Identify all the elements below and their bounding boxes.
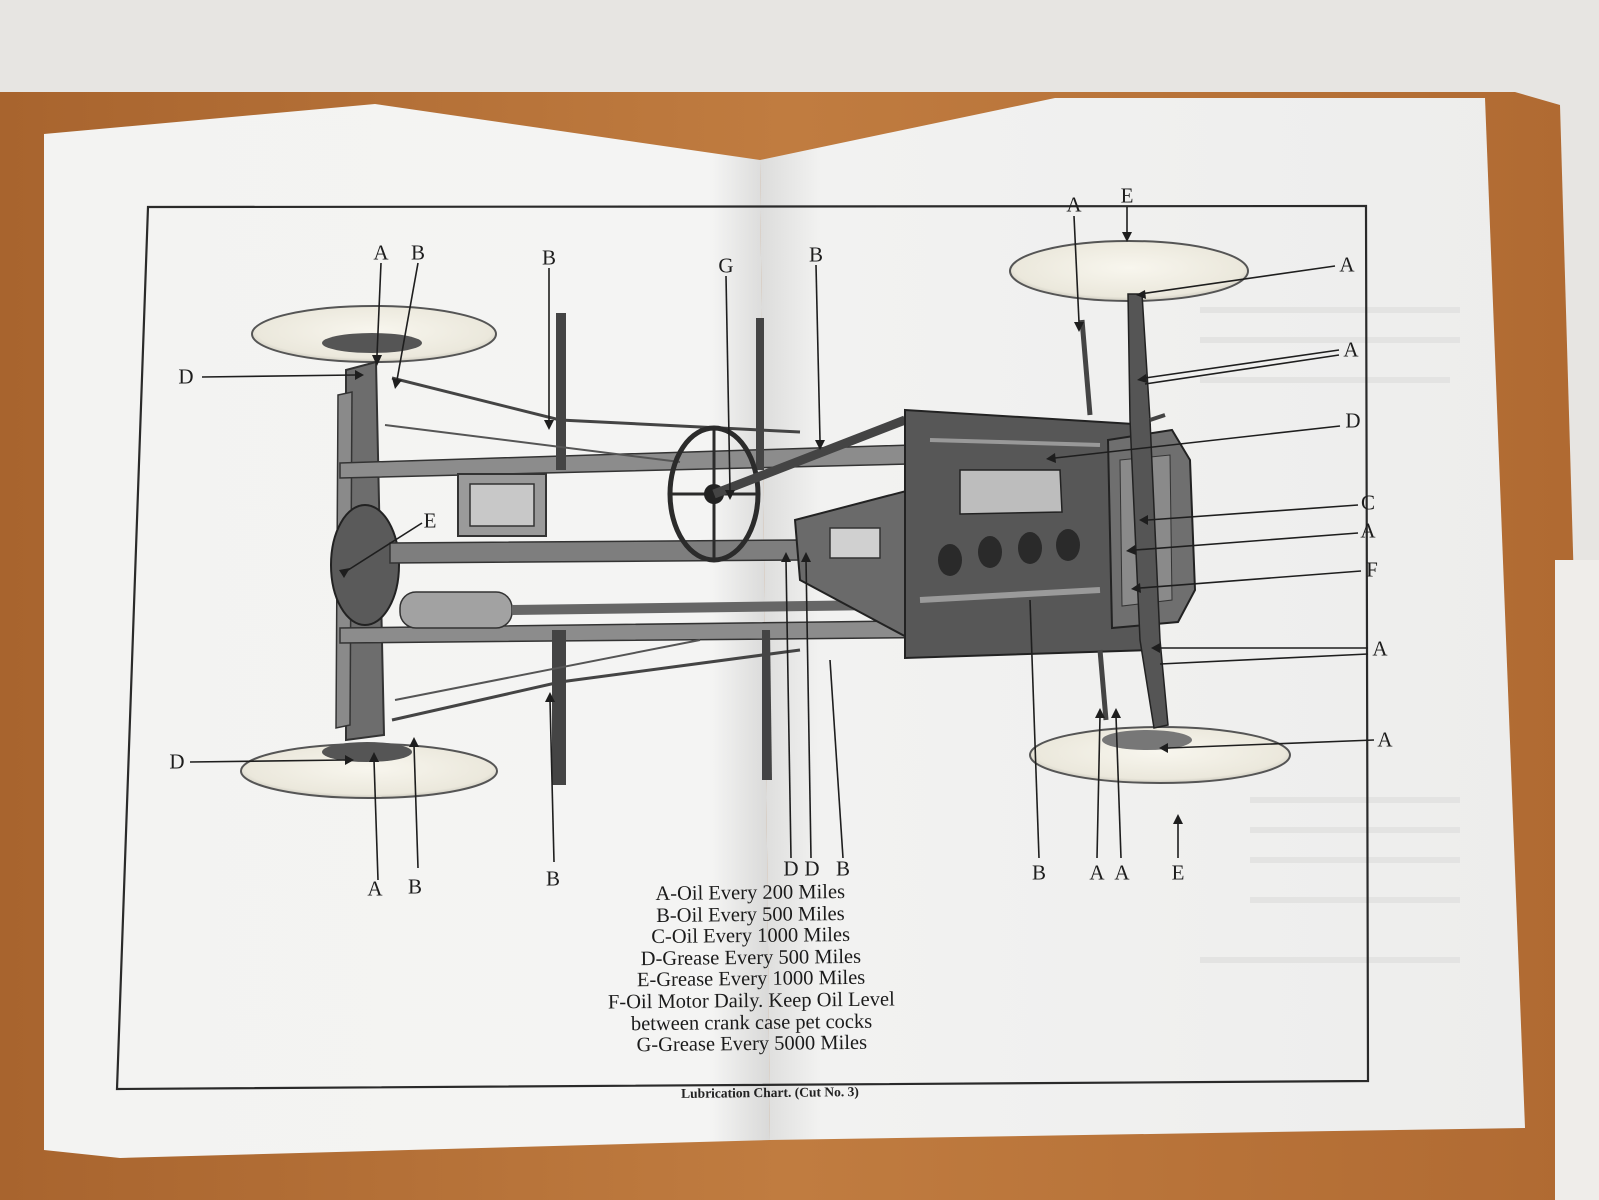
legend-line-f: F-Oil Motor Daily. Keep Oil Level <box>607 988 895 1014</box>
label-a-bottom-2: A <box>1114 860 1130 885</box>
legend-line-g: G-Grease Every 5000 Miles <box>636 1031 868 1057</box>
arrowheads <box>339 232 1183 824</box>
label-b-bracket-top: B <box>541 245 557 270</box>
label-e-bottom: E <box>1171 860 1185 885</box>
chassis-illustration <box>240 240 1291 799</box>
steering-wheel <box>667 425 761 563</box>
label-a-rear-top: A <box>373 240 389 265</box>
label-a-bottom-1: A <box>1089 860 1105 885</box>
label-d-right: D <box>1345 408 1361 433</box>
label-a-right-4: A <box>1372 636 1388 661</box>
label-e-front-top: E <box>1120 183 1134 208</box>
label-c-right: C <box>1360 490 1376 515</box>
label-b-bottom-right: B <box>1031 860 1047 885</box>
white-shelf <box>1555 560 1599 1200</box>
differential <box>330 504 400 626</box>
lubrication-legend: A-Oil Every 200 Miles B-Oil Every 500 Mi… <box>555 881 947 1058</box>
bracket-left-bottom <box>552 630 566 785</box>
label-d-bottom-2: D <box>804 856 820 881</box>
label-a-right-5: A <box>1377 727 1393 752</box>
label-a-front-top: A <box>1066 192 1082 217</box>
chart-border <box>115 204 1370 1091</box>
show-through <box>1200 307 1460 963</box>
wheel-front-top <box>1009 240 1249 302</box>
label-f-right: F <box>1366 557 1378 582</box>
label-b-bottom-mid: B <box>835 856 851 881</box>
label-a-rear-bottom: A <box>367 876 383 901</box>
label-a-right-2: A <box>1343 337 1359 362</box>
label-b-bracket-bottom: B <box>545 866 561 891</box>
label-a-right-3: A <box>1360 518 1376 543</box>
bracket-right-bottom <box>762 630 772 780</box>
leader-lines <box>189 207 1375 881</box>
label-b-rear-bottom: B <box>407 874 423 899</box>
label-d-rear-bottom: D <box>169 749 185 774</box>
label-e-differential: E <box>423 508 437 533</box>
label-a-right-1: A <box>1339 252 1355 277</box>
label-g-steering: G <box>718 253 734 278</box>
label-d-rear-top: D <box>178 364 194 389</box>
label-b-top-mid: B <box>808 242 824 267</box>
steering-column <box>712 415 907 499</box>
chart-caption: Lubrication Chart. (Cut No. 3) <box>681 1084 859 1101</box>
label-d-bottom-1: D <box>783 856 799 881</box>
muffler <box>399 591 513 629</box>
bracket-left-top <box>556 313 566 470</box>
front-axle <box>1127 293 1169 729</box>
bracket-right-top <box>756 318 764 470</box>
label-b-rear-top: B <box>410 240 426 265</box>
